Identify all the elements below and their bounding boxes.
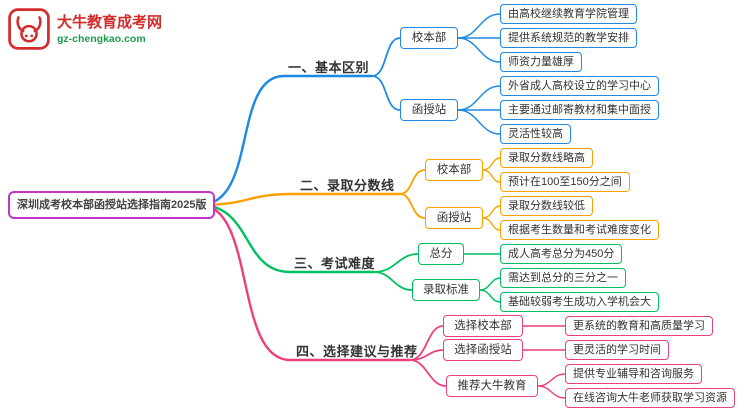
leaf-item[interactable]: 主要通过邮寄教材和集中面授 xyxy=(500,100,659,120)
leaf-item[interactable]: 基础较弱考生成功入学机会大 xyxy=(500,292,659,312)
leaf-item[interactable]: 更灵活的学习时间 xyxy=(565,340,669,360)
leaf-item[interactable]: 预计在100至150分之间 xyxy=(500,172,630,192)
branch-2-admission-score-lines[interactable]: 二、录取分数线 xyxy=(300,178,395,193)
site-name: 大牛教育成考网 xyxy=(57,13,163,31)
leaf-item[interactable]: 成人高考总分为450分 xyxy=(500,244,623,264)
branch-1-basic-differences[interactable]: 一、基本区别 xyxy=(288,60,370,75)
leaf-item[interactable]: 更系统的教育和高质量学习 xyxy=(565,316,713,336)
leaf-item[interactable]: 外省成人高校设立的学习中心 xyxy=(500,76,659,96)
node-total-score[interactable]: 总分 xyxy=(418,243,464,265)
leaf-item[interactable]: 提供系统规范的教学安排 xyxy=(500,28,637,48)
node-choose-campus-hq[interactable]: 选择校本部 xyxy=(443,315,523,337)
leaf-item[interactable]: 灵活性较高 xyxy=(500,124,571,144)
leaf-item[interactable]: 由高校继续教育学院管理 xyxy=(500,4,637,24)
node-campus-hq-basic[interactable]: 校本部 xyxy=(400,27,458,49)
node-choose-station[interactable]: 选择函授站 xyxy=(443,339,523,361)
branch-3-exam-difficulty[interactable]: 三、考试难度 xyxy=(294,256,376,271)
root-topic[interactable]: 深圳成考校本部函授站选择指南2025版 xyxy=(8,191,216,219)
site-logo-text: 大牛教育成考网 gz-chengkao.com xyxy=(57,13,162,46)
site-logo[interactable]: 大牛教育成考网 gz-chengkao.com xyxy=(8,8,162,50)
leaf-item[interactable]: 在线咨询大牛老师获取学习资源 xyxy=(565,388,735,408)
leaf-item[interactable]: 提供专业辅导和咨询服务 xyxy=(565,364,702,384)
leaf-item[interactable]: 录取分数线略高 xyxy=(500,148,593,168)
leaf-item[interactable]: 师资力量雄厚 xyxy=(500,52,582,72)
node-recommend-daniu[interactable]: 推荐大牛教育 xyxy=(446,375,538,397)
node-correspondence-station-basic[interactable]: 函授站 xyxy=(400,99,458,121)
node-campus-hq-score[interactable]: 校本部 xyxy=(425,159,483,181)
node-admission-standard[interactable]: 录取标准 xyxy=(412,279,480,301)
branch-4-selection-advice[interactable]: 四、选择建议与推荐 xyxy=(296,344,418,359)
site-url: gz-chengkao.com xyxy=(57,32,146,45)
node-correspondence-station-score[interactable]: 函授站 xyxy=(425,207,483,229)
leaf-item[interactable]: 录取分数线较低 xyxy=(500,196,593,216)
leaf-item[interactable]: 需达到总分的三分之一 xyxy=(500,268,626,288)
bull-icon xyxy=(8,8,50,50)
leaf-item[interactable]: 根据考生数量和考试难度变化 xyxy=(500,220,659,240)
